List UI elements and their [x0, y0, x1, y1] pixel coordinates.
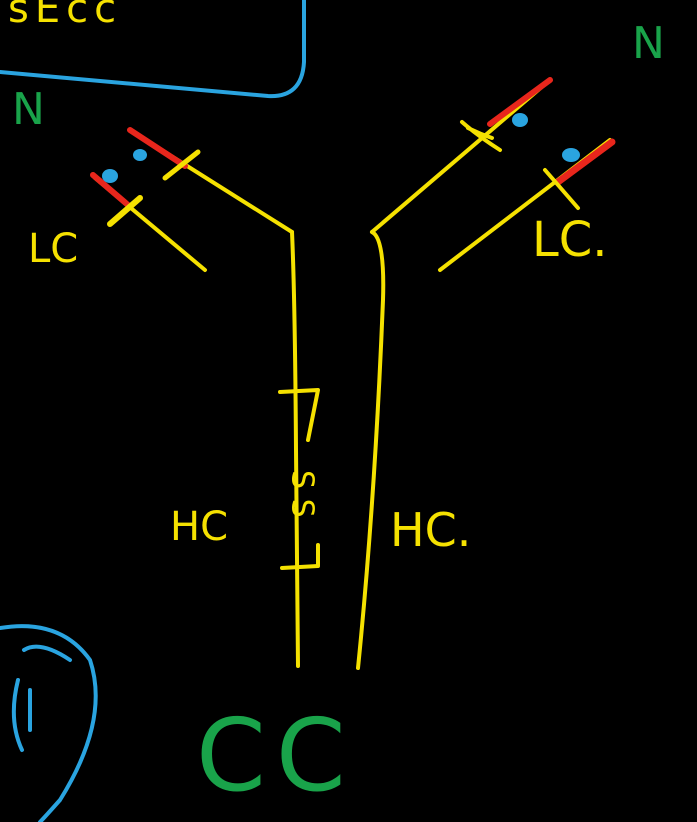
right-light-tick [543, 168, 580, 210]
right-light-variable-highlight [554, 138, 616, 186]
disulfide-bracket [278, 388, 320, 570]
top-fragment-text: sEcc [8, 0, 122, 32]
disulfide-bond-label: S S [285, 470, 320, 518]
top-box-outline [0, 0, 306, 99]
right-heavy-tick [460, 120, 502, 152]
left-heavy-tick [162, 149, 201, 181]
heavy-chain-left-label: HC [170, 504, 228, 550]
left-light-variable-highlight [90, 172, 131, 208]
right-antigen-dot-1 [512, 113, 528, 127]
left-antigen-dot-1 [133, 149, 147, 161]
left-antigen-dot-2 [102, 169, 118, 183]
left-heavy-variable-highlight [127, 127, 188, 169]
n-terminus-left-label: N [12, 84, 45, 135]
left-light-tick [107, 195, 143, 227]
right-arm [370, 77, 616, 272]
left-arm [90, 127, 294, 272]
bottom-left-blue-fragment [0, 624, 98, 822]
right-antigen-dot-2 [562, 148, 580, 162]
light-chain-left-label: LC [28, 226, 78, 272]
n-terminus-right-label: N [632, 18, 665, 69]
right-heavy-chain-stem [356, 230, 386, 670]
heavy-chain-right-label: HC. [390, 503, 471, 557]
right-heavy-variable-highlight [487, 77, 553, 127]
left-heavy-chain-stem [290, 230, 300, 668]
light-chain-right-label: LC. [532, 212, 608, 268]
c-terminus-label: CC [196, 697, 356, 814]
